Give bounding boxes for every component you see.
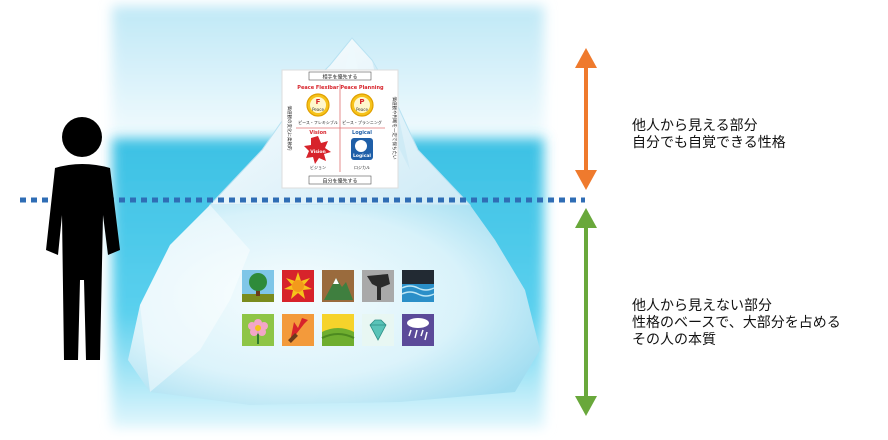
mountain-tile-icon xyxy=(322,270,354,302)
quadrant-title-flexibar: Peace Flexibar xyxy=(297,85,339,91)
quadrant-caption-planning: ピース・プランニング xyxy=(342,119,382,125)
visible-part-line2: 自分でも自覚できる性格 xyxy=(632,135,786,151)
logical-badge: Logical xyxy=(353,153,371,159)
matrix-top-label: 相手を優先する xyxy=(322,74,357,81)
personality-matrix-card: 相手を優先する 自分を優先する 価値観の変化に柔軟的 価値観や判断を一定で保ちた… xyxy=(281,69,399,189)
peace-p-badge: Peace xyxy=(356,107,368,112)
rain-tile-icon xyxy=(402,314,434,346)
quadrant-caption-logical: ロジカル xyxy=(354,165,370,170)
hidden-part-line1: 他人から見えない部分 xyxy=(632,298,772,314)
quadrant-caption-flexibar: ピース・フレキシブル xyxy=(298,119,338,125)
fire-tile-icon xyxy=(282,314,314,346)
peace-f-letter: F xyxy=(316,98,321,106)
sun-tile-icon xyxy=(282,270,314,302)
iceberg-body xyxy=(128,205,540,405)
hidden-part-line3: その人の本質 xyxy=(632,332,716,348)
matrix-right-label: 価値観や判断を一定で保ちたい xyxy=(391,97,398,160)
flower-tile-icon xyxy=(242,314,274,346)
peace-f-badge: Peace xyxy=(312,107,324,112)
field-tile-icon xyxy=(321,314,355,346)
quadrant-caption-vision: ビジョン xyxy=(310,164,326,170)
vision-badge: Vision xyxy=(310,149,325,155)
visible-range-arrow xyxy=(575,48,597,190)
tree-tile-icon xyxy=(242,270,274,302)
peace-p-letter: P xyxy=(359,98,364,106)
element-tiles xyxy=(242,270,435,346)
sea-tile-icon xyxy=(401,270,435,302)
person-silhouette xyxy=(46,117,120,360)
hidden-part-line2: 性格のベースで、大部分を占める xyxy=(632,315,841,331)
diamond-tile-icon xyxy=(362,314,394,346)
matrix-bottom-label: 自分を優先する xyxy=(322,178,357,185)
quadrant-title-planning: Peace Planning xyxy=(340,85,384,91)
visible-part-line1: 他人から見える部分 xyxy=(632,118,758,134)
matrix-left-label: 価値観の変化に柔軟的 xyxy=(286,106,293,151)
quadrant-title-logical: Logical xyxy=(352,130,372,136)
visible-part-label: 他人から見える部分 自分でも自覚できる性格 xyxy=(632,118,786,152)
vision-star-icon xyxy=(304,136,331,164)
rock-tile-icon xyxy=(362,270,394,302)
hidden-range-arrow xyxy=(575,208,597,416)
quadrant-title-vision: Vision xyxy=(309,130,327,136)
hidden-part-label: 他人から見えない部分 性格のベースで、大部分を占める その人の本質 xyxy=(632,298,841,349)
